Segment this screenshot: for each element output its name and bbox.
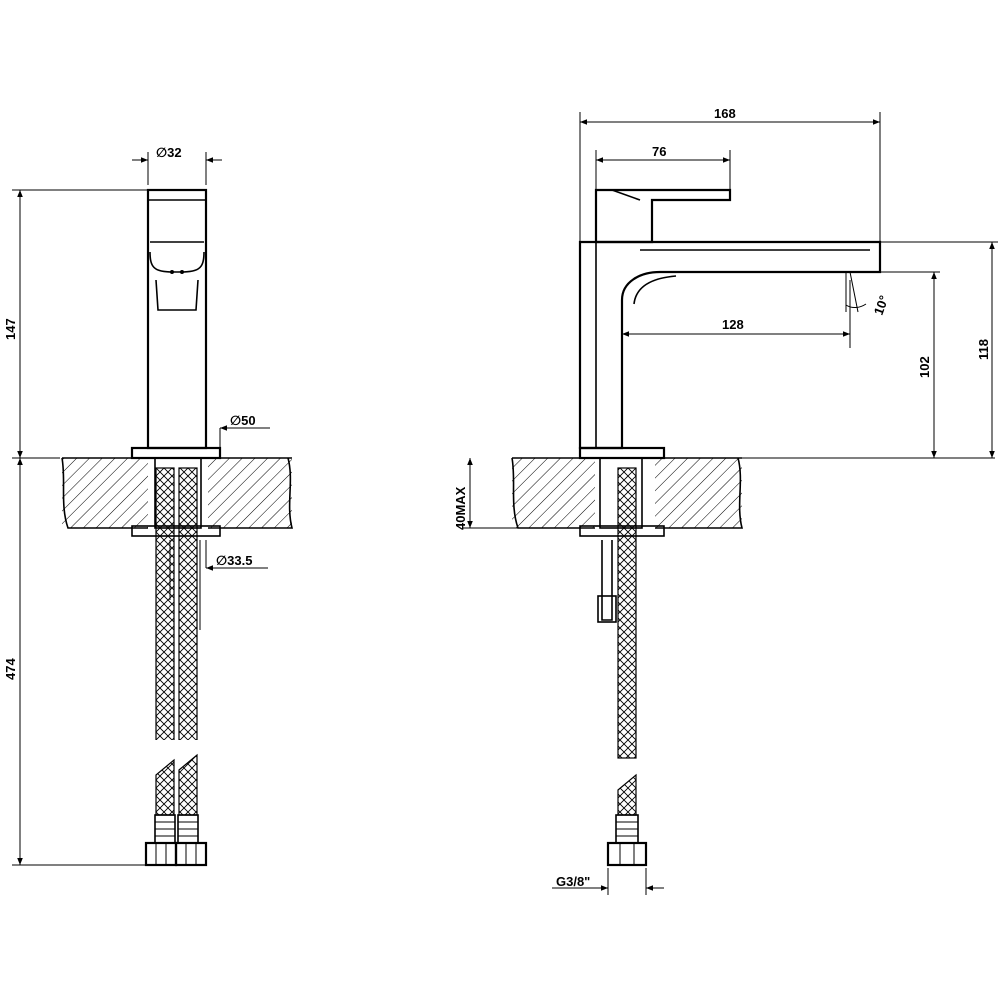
dim-shank-diameter: ∅33.5 <box>216 553 252 568</box>
dim-max-counter-thickness: 40MAX <box>453 486 468 530</box>
tap-body-front <box>130 188 222 460</box>
dim-total-height: 147 <box>3 318 18 340</box>
dim-connection-thread: G3/8" <box>556 874 590 889</box>
front-view: ∅32 147 ∅50 ∅33.5 474 <box>3 145 294 867</box>
hoses-side <box>579 457 665 867</box>
dim-handle-length: 76 <box>652 144 666 159</box>
dim-spout-height: 102 <box>917 356 932 378</box>
dim-base-diameter: ∅50 <box>230 413 256 428</box>
dim-overall-length: 168 <box>714 106 736 121</box>
dim-tap-diameter: ∅32 <box>156 145 182 160</box>
side-view: 168 76 128 10° 102 118 40MAX G3/8" <box>453 106 998 895</box>
hoses-front <box>131 457 221 867</box>
front-dimension-lines <box>12 152 270 866</box>
dim-flow-angle: 10° <box>871 293 892 317</box>
countertop-section-front <box>61 457 294 529</box>
side-dimension-lines <box>462 112 998 895</box>
dim-spout-reach: 128 <box>722 317 744 332</box>
dim-body-height: 118 <box>976 339 991 360</box>
dim-hose-length: 474 <box>3 658 18 680</box>
